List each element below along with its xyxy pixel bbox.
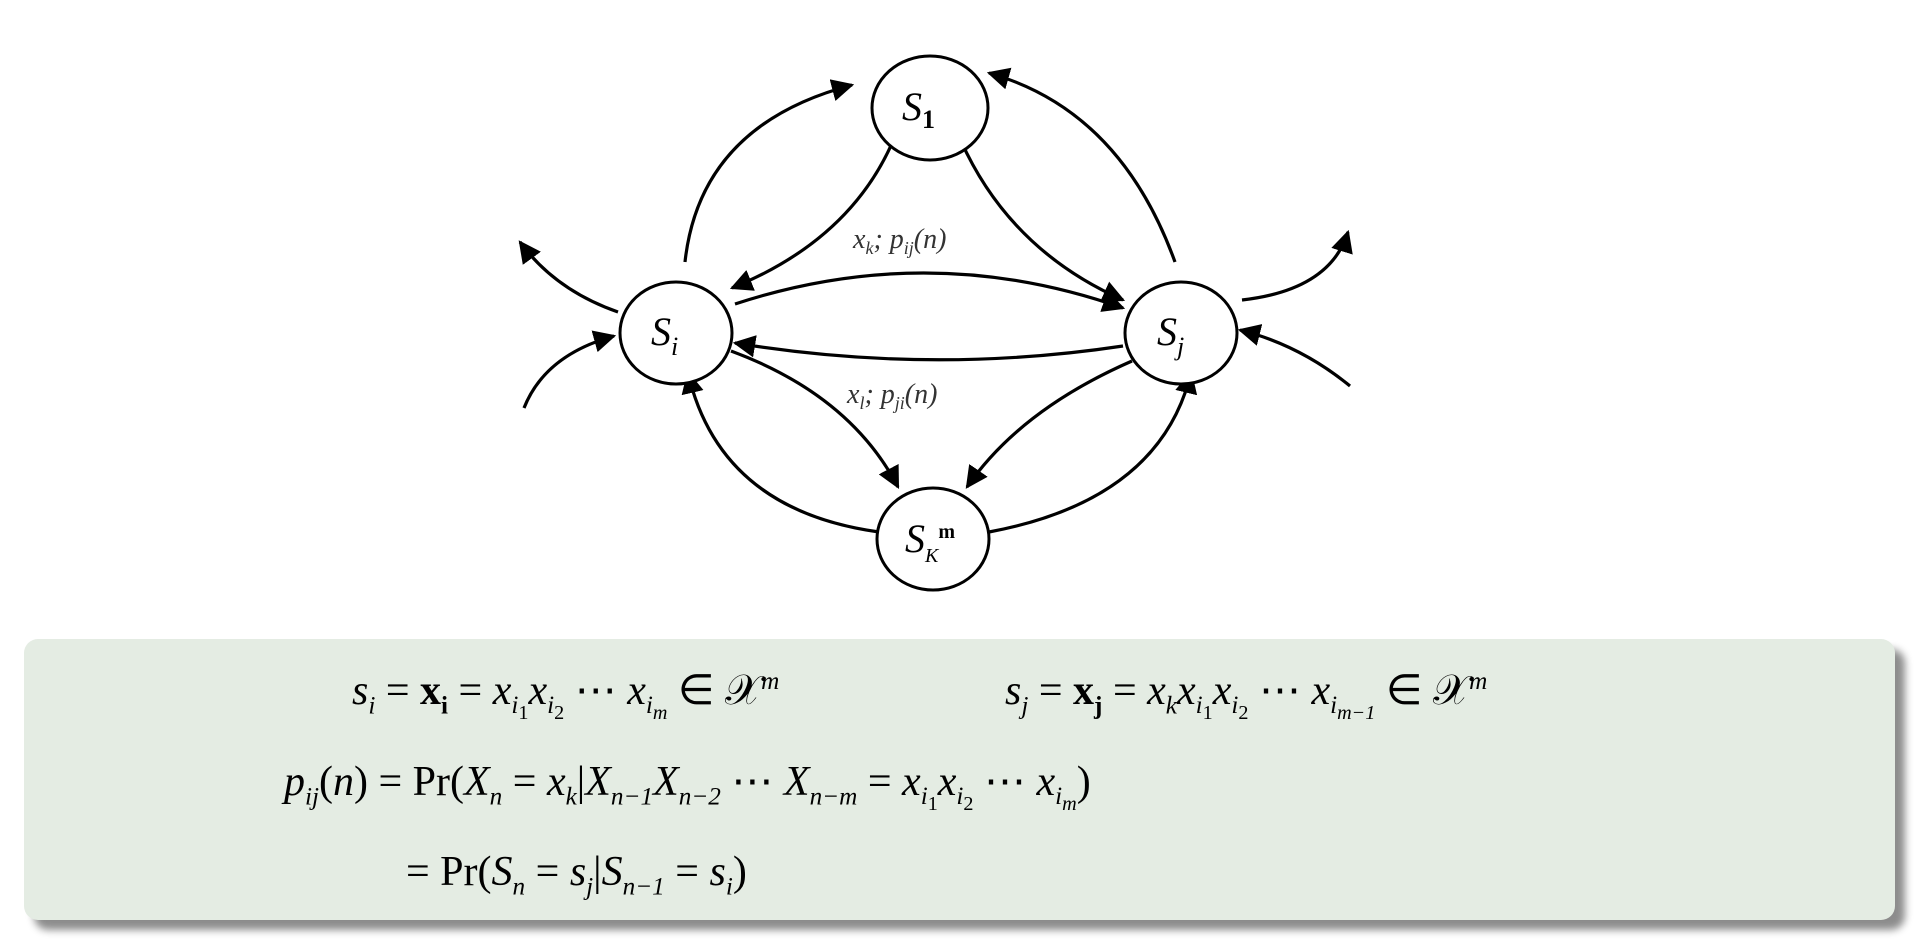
equation-token: xim bbox=[1036, 759, 1077, 816]
equation-token: pij bbox=[284, 759, 319, 811]
equation-token: si bbox=[709, 849, 733, 901]
equation-token: ) bbox=[1076, 759, 1091, 805]
edge-in-si bbox=[522, 330, 617, 409]
node-s1: S1 bbox=[870, 54, 990, 162]
equation-token: ⋯ bbox=[1248, 668, 1312, 714]
equation-token: Xn−1 bbox=[585, 759, 654, 811]
equation-state-si: si = xi = xi1xi2 ⋯ xim ∈ 𝒳m bbox=[352, 665, 779, 725]
node-sj: Sj bbox=[1123, 280, 1239, 386]
equation-token: sj bbox=[1005, 668, 1029, 720]
equation-token: xim−1 bbox=[1311, 668, 1376, 725]
edge-s1-to-sj bbox=[959, 140, 1126, 303]
equation-token: ⋯ bbox=[564, 668, 628, 714]
equation-token: ) = Pr( bbox=[354, 759, 465, 805]
equation-token: xi bbox=[420, 668, 449, 720]
equation-token: xi1 bbox=[902, 759, 938, 816]
equation-token: xi2 bbox=[528, 668, 565, 725]
edge-in-sj bbox=[1237, 324, 1352, 388]
edge-si-to-sk bbox=[730, 349, 900, 489]
equation-state-sj: sj = xj = xkxi1xi2 ⋯ xim−1 ∈ 𝒳m bbox=[1005, 665, 1487, 725]
equation-token: Xn−m bbox=[783, 759, 858, 811]
equation-transition-prob: pij(n) = Pr(Xn = xk|Xn−1Xn−2 ⋯ Xn−m = xi… bbox=[284, 756, 1091, 816]
node-si: Si bbox=[618, 280, 734, 386]
equation-token: Xn bbox=[464, 759, 503, 811]
equation-token: xk bbox=[546, 759, 577, 811]
equation-token: = bbox=[525, 849, 570, 895]
equation-token: = bbox=[1028, 668, 1074, 714]
edge-sk-to-sj bbox=[988, 370, 1198, 534]
equation-token: xi1 bbox=[492, 668, 529, 725]
equation-token: = bbox=[1102, 668, 1148, 714]
equation-token: xim bbox=[627, 668, 668, 725]
svg-text:Sj: Sj bbox=[1157, 309, 1184, 361]
equation-token: ⋯ bbox=[720, 759, 784, 805]
state-transition-diagram: S1 Si Sj SKm xk; pij(n) xl; pji(n) bbox=[518, 54, 1353, 592]
equation-token: ∈ bbox=[667, 668, 726, 714]
equation-token: xk bbox=[1147, 668, 1177, 720]
equation-token: ∈ bbox=[1375, 668, 1433, 714]
edge-si-to-s1 bbox=[683, 79, 855, 263]
equation-token: ⋯ bbox=[973, 759, 1037, 805]
equation-token: Xn−2 bbox=[653, 759, 721, 811]
edge-s1-to-si bbox=[729, 140, 895, 291]
equation-token: Sn−1 bbox=[601, 849, 665, 901]
edge-sj-to-si bbox=[732, 335, 1124, 362]
edge-label-ij: xk; pij(n) bbox=[852, 224, 946, 258]
equation-token: sj bbox=[569, 849, 594, 901]
equation-token: xi2 bbox=[1212, 668, 1249, 725]
edge-sk-to-si bbox=[681, 370, 880, 534]
edge-si-to-sj bbox=[734, 271, 1126, 312]
equation-token: 𝒳m bbox=[725, 668, 780, 714]
equation-token: si bbox=[352, 668, 376, 720]
edge-label-ji: xl; pji(n) bbox=[846, 379, 937, 413]
equation-token: xj bbox=[1073, 668, 1103, 720]
edge-sj-to-sk bbox=[965, 359, 1133, 489]
equation-token: xi1 bbox=[1176, 668, 1213, 725]
equation-token: ) bbox=[732, 849, 747, 895]
equation-token: xi2 bbox=[937, 759, 974, 816]
equation-token: | bbox=[576, 759, 586, 805]
equation-block bbox=[24, 639, 1895, 920]
equation-token: ( bbox=[319, 759, 333, 805]
edges bbox=[518, 67, 1353, 534]
equation-token: = bbox=[857, 759, 903, 805]
equation-token: | bbox=[593, 849, 602, 895]
equation-token: = bbox=[448, 668, 493, 714]
edge-si-out bbox=[518, 240, 619, 314]
equation-token: = bbox=[375, 668, 421, 714]
equation-token: = bbox=[664, 849, 710, 895]
svg-text:S1: S1 bbox=[902, 84, 935, 134]
equation-token: = bbox=[502, 759, 547, 805]
svg-text:Si: Si bbox=[651, 309, 678, 361]
equation-token: n bbox=[333, 759, 354, 805]
equation-token: 𝒳m bbox=[1432, 668, 1488, 714]
equation-token: Sn bbox=[491, 849, 526, 901]
equation-transition-prob-states: = Pr(Sn = sj|Sn−1 = si) bbox=[406, 848, 747, 901]
equation-token: = Pr( bbox=[406, 849, 492, 895]
edge-sj-out bbox=[1241, 229, 1353, 302]
edge-sj-to-s1 bbox=[986, 67, 1177, 263]
node-sk: SKm bbox=[875, 486, 991, 592]
svg-text:SKm: SKm bbox=[905, 516, 955, 567]
